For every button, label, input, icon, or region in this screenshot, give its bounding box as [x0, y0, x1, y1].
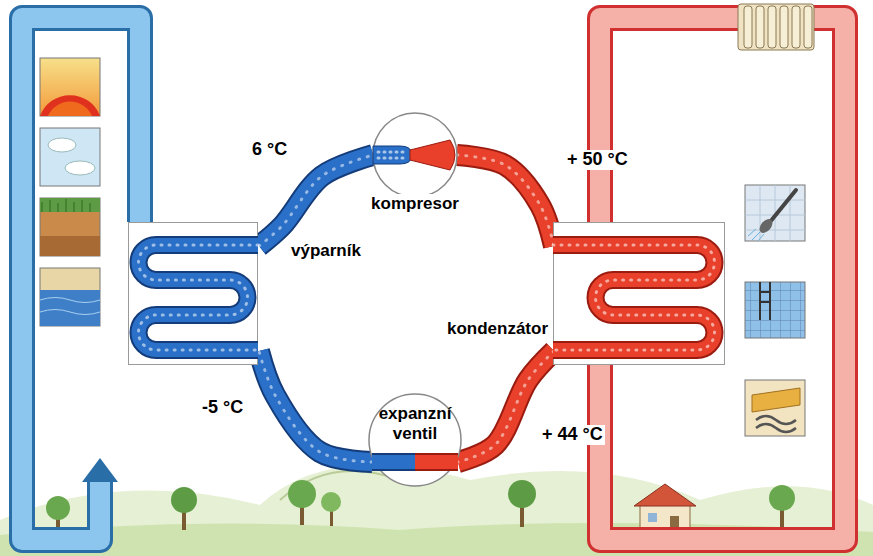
source-loop — [22, 18, 140, 540]
node-label: kompresor — [371, 194, 459, 214]
node-label: výparník — [291, 241, 361, 261]
air-icon — [40, 128, 100, 186]
floor-heating-icon — [745, 380, 805, 436]
condenser-box: kondenzátor — [553, 222, 725, 365]
radiator — [738, 4, 814, 50]
node-label: kondenzátor — [447, 319, 548, 339]
temperature-label: + 44 °C — [540, 425, 605, 445]
coil — [553, 222, 725, 365]
water-icon — [40, 268, 100, 326]
tree — [46, 480, 795, 533]
temperature-label: -5 °C — [200, 398, 245, 418]
node-label: expanzní ventil — [367, 404, 463, 443]
refrigerant-pipe — [458, 351, 554, 462]
shower-icon — [745, 185, 805, 241]
refrigerant-pipe — [259, 155, 373, 246]
compressor-circle: kompresor — [370, 110, 460, 200]
house — [634, 484, 696, 531]
sun-icon — [40, 58, 100, 116]
compressor-symbol — [370, 110, 460, 200]
evaporator-box: výparník — [128, 222, 258, 365]
pool-icon — [745, 282, 805, 338]
temperature-label: 6 °C — [250, 140, 289, 160]
ground-icon — [40, 198, 100, 256]
refrigerant-pipe — [457, 155, 554, 246]
coil — [128, 222, 258, 365]
refrigerant-pipe — [259, 351, 372, 462]
temperature-label: + 50 °C — [565, 150, 630, 170]
flow-arrow — [82, 458, 118, 482]
expansion-valve-circle: expanzní ventil — [367, 392, 463, 488]
